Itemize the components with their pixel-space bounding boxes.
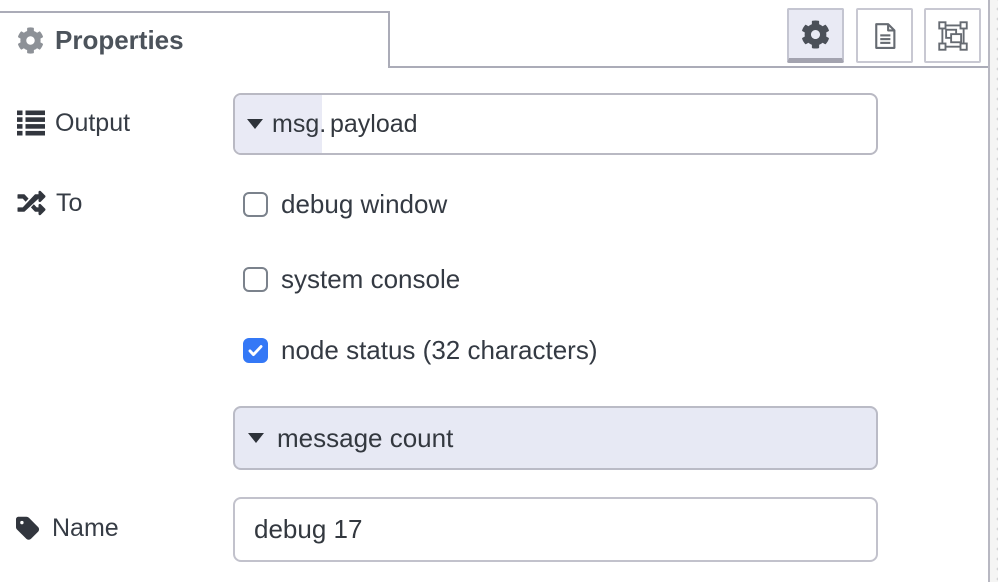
tabbar-bottom-border (388, 66, 989, 68)
name-label-text: Name (52, 513, 119, 542)
status-type-dropdown[interactable]: message count (233, 406, 878, 470)
output-row-label: Output (16, 108, 130, 138)
tab-right-border (388, 11, 390, 68)
appearance-tab-button[interactable] (924, 8, 981, 63)
tab-label: Properties (55, 25, 184, 55)
status-type-value: message count (277, 422, 454, 453)
shuffle-icon (17, 190, 46, 216)
gear-icon (17, 27, 44, 54)
name-row-label: Name (16, 513, 119, 543)
workspace-edge (988, 0, 998, 582)
document-icon (874, 22, 895, 49)
tab-properties[interactable]: Properties (0, 13, 388, 68)
debug-window-checkbox[interactable] (243, 192, 268, 217)
checkbox-label: debug window (281, 189, 448, 219)
checkbox-label: node status (32 characters) (281, 335, 598, 365)
to-row-label: To (16, 188, 82, 218)
system-console-option[interactable]: system console (243, 264, 460, 295)
output-value-input[interactable] (322, 95, 876, 153)
gear-icon (802, 19, 829, 49)
list-icon (17, 110, 45, 136)
properties-tab-button[interactable] (787, 8, 844, 63)
name-input[interactable] (233, 497, 878, 562)
typed-input-type-button[interactable]: msg. (235, 95, 326, 153)
output-typed-input: msg. (233, 93, 878, 155)
tag-icon (16, 516, 40, 540)
node-status-checkbox[interactable] (243, 338, 268, 363)
chevron-down-icon (248, 433, 264, 443)
output-label-text: Output (55, 108, 131, 137)
chevron-down-icon (247, 119, 263, 129)
debug-window-option[interactable]: debug window (243, 189, 447, 220)
system-console-checkbox[interactable] (243, 267, 268, 292)
tab-top-border (0, 11, 390, 13)
description-tab-button[interactable] (856, 8, 913, 63)
to-label-text: To (56, 188, 83, 217)
node-status-option[interactable]: node status (32 characters) (243, 335, 598, 366)
check-icon (248, 345, 263, 357)
object-group-icon (937, 20, 968, 51)
checkbox-label: system console (281, 264, 461, 294)
typed-input-type-label: msg. (272, 109, 327, 138)
